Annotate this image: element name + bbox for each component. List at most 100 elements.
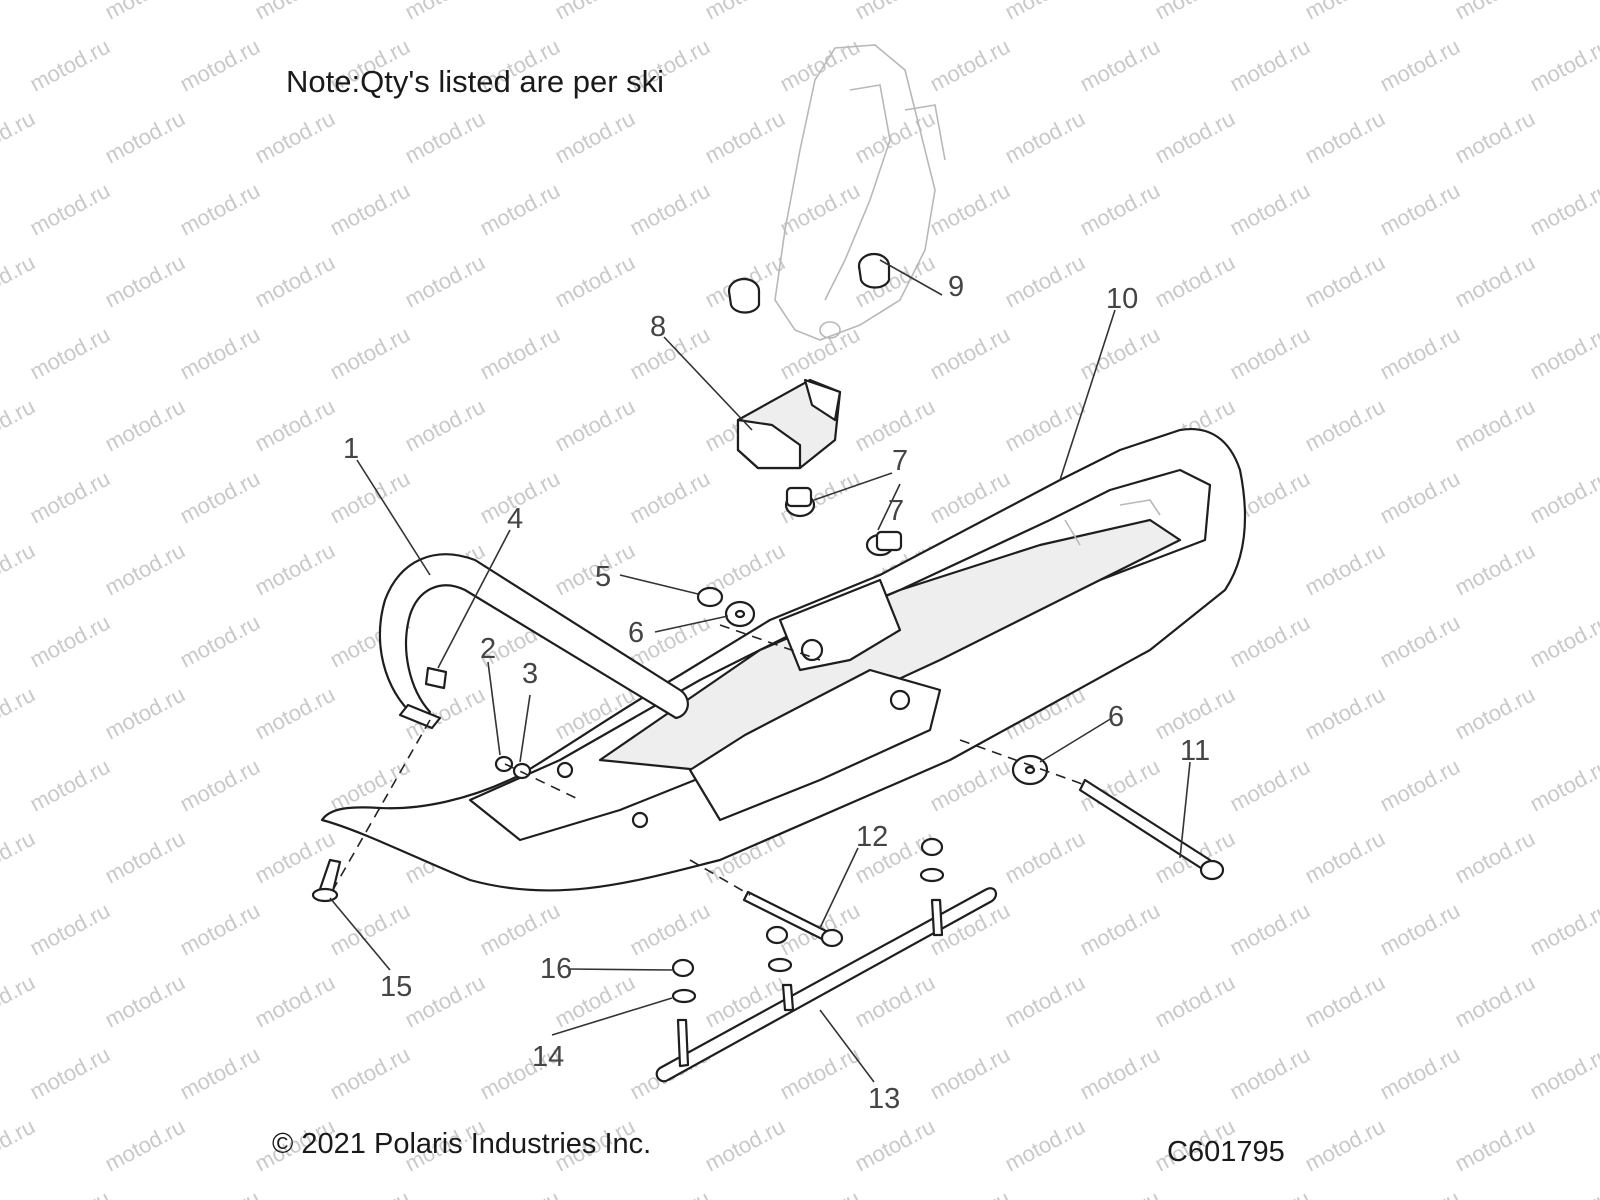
watermark-text: motod.ru — [326, 1042, 414, 1105]
hardware — [311, 486, 1225, 1004]
watermark-text: motod.ru — [26, 178, 114, 241]
watermark-text: motod.ru — [176, 898, 264, 961]
watermark-text: motod.ru — [26, 466, 114, 529]
watermark-text: motod.ru — [1376, 178, 1464, 241]
callout-3: 3 — [522, 658, 538, 690]
watermark-text: motod.ru — [1301, 538, 1389, 601]
watermark-text: motod.ru — [401, 0, 489, 24]
diagram-note: Note:Qty's listed are per ski — [286, 64, 665, 99]
alignment-lines — [329, 624, 1086, 896]
watermark-text: motod.ru — [251, 538, 339, 601]
watermark-text: motod.ru — [1226, 754, 1314, 817]
callout-9: 9 — [948, 271, 964, 303]
watermark-text: motod.ru — [1301, 1114, 1389, 1177]
watermark-text: motod.ru — [1451, 106, 1539, 169]
watermark-text: motod.ru — [101, 538, 189, 601]
watermark-text: motod.ru — [26, 1042, 114, 1105]
watermark-text: motod.ru — [251, 0, 339, 24]
watermark-text: motod.ru — [1451, 250, 1539, 313]
watermark-text: motod.ru — [926, 1186, 1014, 1200]
callout-6: 6 — [628, 617, 644, 649]
callout-11: 11 — [1180, 735, 1210, 767]
watermark-text: motod.ru — [926, 322, 1014, 385]
watermark-text: motod.ru — [476, 898, 564, 961]
watermark-text: motod.ru — [1376, 754, 1464, 817]
watermark-text: motod.ru — [1226, 1042, 1314, 1105]
watermark-text: motod.ru — [1001, 1114, 1089, 1177]
watermark-text: motod.ru — [1376, 610, 1464, 673]
watermark-text: motod.ru — [1526, 754, 1600, 817]
watermark-text: motod.ru — [101, 250, 189, 313]
watermark-text: motod.ru — [1376, 322, 1464, 385]
watermark-text: motod.ru — [1301, 0, 1389, 24]
watermark-text: motod.ru — [1226, 178, 1314, 241]
watermark-text: motod.ru — [926, 1042, 1014, 1105]
watermark-text: motod.ru — [0, 0, 39, 24]
watermark-text: motod.ru — [1076, 898, 1164, 961]
watermark-text: motod.ru — [101, 1114, 189, 1177]
watermark-text: motod.ru — [476, 322, 564, 385]
watermark-text: motod.ru — [101, 970, 189, 1033]
watermark-text: motod.ru — [0, 106, 39, 169]
watermark-text: motod.ru — [1526, 1042, 1600, 1105]
watermark-text: motod.ru — [551, 106, 639, 169]
callout-16: 16 — [540, 953, 572, 985]
watermark-text: motod.ru — [1451, 1114, 1539, 1177]
watermark-text: motod.ru — [851, 106, 939, 169]
watermark-text: motod.ru — [1376, 34, 1464, 97]
callout-7: 7 — [892, 445, 908, 477]
watermark-text: motod.ru — [1151, 970, 1239, 1033]
runner-bar — [655, 887, 998, 1083]
watermark-text: motod.ru — [0, 394, 39, 457]
watermark-text: motod.ru — [551, 250, 639, 313]
watermark-text: motod.ru — [1301, 250, 1389, 313]
watermark-text: motod.ru — [926, 34, 1014, 97]
watermark-text: motod.ru — [1526, 898, 1600, 961]
watermark-text: motod.ru — [26, 610, 114, 673]
watermark-text: motod.ru — [626, 466, 714, 529]
watermark-text: motod.ru — [176, 178, 264, 241]
watermark-text: motod.ru — [26, 322, 114, 385]
watermark-text: motod.ru — [401, 250, 489, 313]
watermark-text: motod.ru — [1226, 1186, 1314, 1200]
watermark-text: motod.ru — [1151, 106, 1239, 169]
callout-4: 4 — [507, 503, 523, 535]
watermark-text: motod.ru — [1001, 826, 1089, 889]
callout-7: 7 — [888, 495, 904, 527]
watermark-text: motod.ru — [1226, 610, 1314, 673]
watermark-text: motod.ru — [1301, 826, 1389, 889]
watermark-text: motod.ru — [0, 826, 39, 889]
watermark-text: motod.ru — [0, 250, 39, 313]
watermark-text: motod.ru — [776, 1186, 864, 1200]
watermark-text: motod.ru — [1301, 970, 1389, 1033]
watermark-text: motod.ru — [251, 970, 339, 1033]
watermark-text: motod.ru — [1001, 394, 1089, 457]
watermark-text: motod.ru — [1301, 682, 1389, 745]
watermark-text: motod.ru — [701, 0, 789, 24]
watermark-text: motod.ru — [1076, 1042, 1164, 1105]
watermark-text: motod.ru — [1526, 322, 1600, 385]
watermark-text: motod.ru — [1151, 0, 1239, 24]
watermark-text: motod.ru — [0, 1114, 39, 1177]
watermark-text: motod.ru — [101, 0, 189, 24]
watermark-text: motod.ru — [26, 34, 114, 97]
watermark-text: motod.ru — [1526, 466, 1600, 529]
watermark-text: motod.ru — [0, 538, 39, 601]
callout-2: 2 — [480, 633, 496, 665]
callout-8: 8 — [650, 311, 666, 343]
spindle-ghost — [774, 44, 946, 341]
watermark-text: motod.ru — [1376, 898, 1464, 961]
watermark-text: motod.ru — [1076, 1186, 1164, 1200]
watermark-text: motod.ru — [851, 0, 939, 24]
watermark-text: motod.ru — [476, 178, 564, 241]
watermark-text: motod.ru — [851, 1114, 939, 1177]
watermark-text: motod.ru — [551, 394, 639, 457]
watermark-text: motod.ru — [776, 34, 864, 97]
watermark-text: motod.ru — [326, 1186, 414, 1200]
watermark-text: motod.ru — [176, 466, 264, 529]
callout-6: 6 — [1108, 701, 1124, 733]
watermark-text: motod.ru — [251, 250, 339, 313]
watermark-text: motod.ru — [476, 1186, 564, 1200]
watermark-text: motod.ru — [176, 754, 264, 817]
